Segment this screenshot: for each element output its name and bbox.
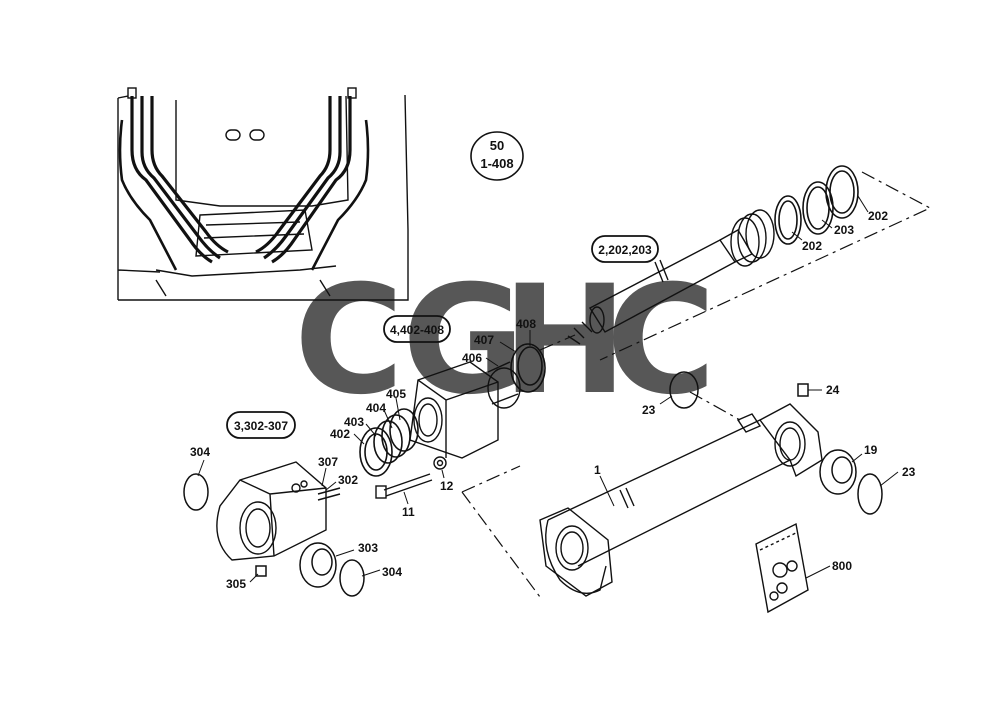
callout-piston-assembly: 4,402-408 (383, 315, 451, 343)
part-label-304-b: 304 (382, 565, 402, 579)
part-label-304: 304 (190, 445, 210, 459)
part-label-408: 408 (516, 317, 536, 331)
group-badge-range: 1-408 (480, 156, 513, 171)
machine-frame-illustration (117, 87, 409, 301)
part-labels: 202 203 202 408 407 406 405 404 403 402 … (190, 209, 916, 591)
watermark-letter-2: G (402, 254, 525, 428)
rod-eye (216, 461, 327, 561)
piston-rod (567, 209, 775, 345)
piston-seals (359, 343, 546, 477)
watermark-letter-4: C (606, 254, 716, 428)
part-label-19: 19 (864, 443, 878, 457)
part-label-405: 405 (386, 387, 406, 401)
part-label-305: 305 (226, 577, 246, 591)
part-label-24: 24 (826, 383, 840, 397)
watermark: C G H C (294, 254, 716, 428)
part-label-406: 406 (462, 351, 482, 365)
watermark-letter-3: H (502, 254, 628, 428)
callout-rod-assembly: 2,202,203 (591, 235, 659, 263)
part-label-404: 404 (366, 401, 386, 415)
part-label-23-b: 23 (902, 465, 916, 479)
part-label-23: 23 (642, 403, 656, 417)
seal-kit-bag (755, 522, 809, 614)
part-label-402: 402 (330, 427, 350, 441)
part-label-202-b: 202 (802, 239, 822, 253)
callout-rod-eye-assembly-text: 3,302-307 (234, 419, 288, 433)
callout-rod-eye-assembly: 3,302-307 (226, 411, 296, 439)
watermark-letter-1: C (294, 254, 404, 428)
callout-rod-assembly-text: 2,202,203 (598, 243, 652, 257)
part-label-302: 302 (338, 473, 358, 487)
leader-lines (197, 195, 899, 583)
part-label-307: 307 (318, 455, 338, 469)
group-badge: 50 1-408 (470, 131, 524, 181)
part-label-203: 203 (834, 223, 854, 237)
cylinder-side-parts (669, 371, 883, 515)
bolt-and-washer (375, 456, 447, 499)
callout-piston-assembly-text: 4,402-408 (390, 323, 444, 337)
part-label-800: 800 (832, 559, 852, 573)
part-label-303: 303 (358, 541, 378, 555)
part-label-407: 407 (474, 333, 494, 347)
cylinder-barrel (539, 403, 823, 597)
part-label-403: 403 (344, 415, 364, 429)
part-label-11: 11 (402, 505, 415, 519)
rod-eye-parts (183, 473, 365, 597)
part-label-202: 202 (868, 209, 888, 223)
part-label-1: 1 (594, 463, 601, 477)
part-label-12: 12 (440, 479, 454, 493)
assembly-outline (461, 171, 932, 598)
group-badge-number: 50 (490, 138, 504, 153)
rod-seals (774, 165, 859, 245)
